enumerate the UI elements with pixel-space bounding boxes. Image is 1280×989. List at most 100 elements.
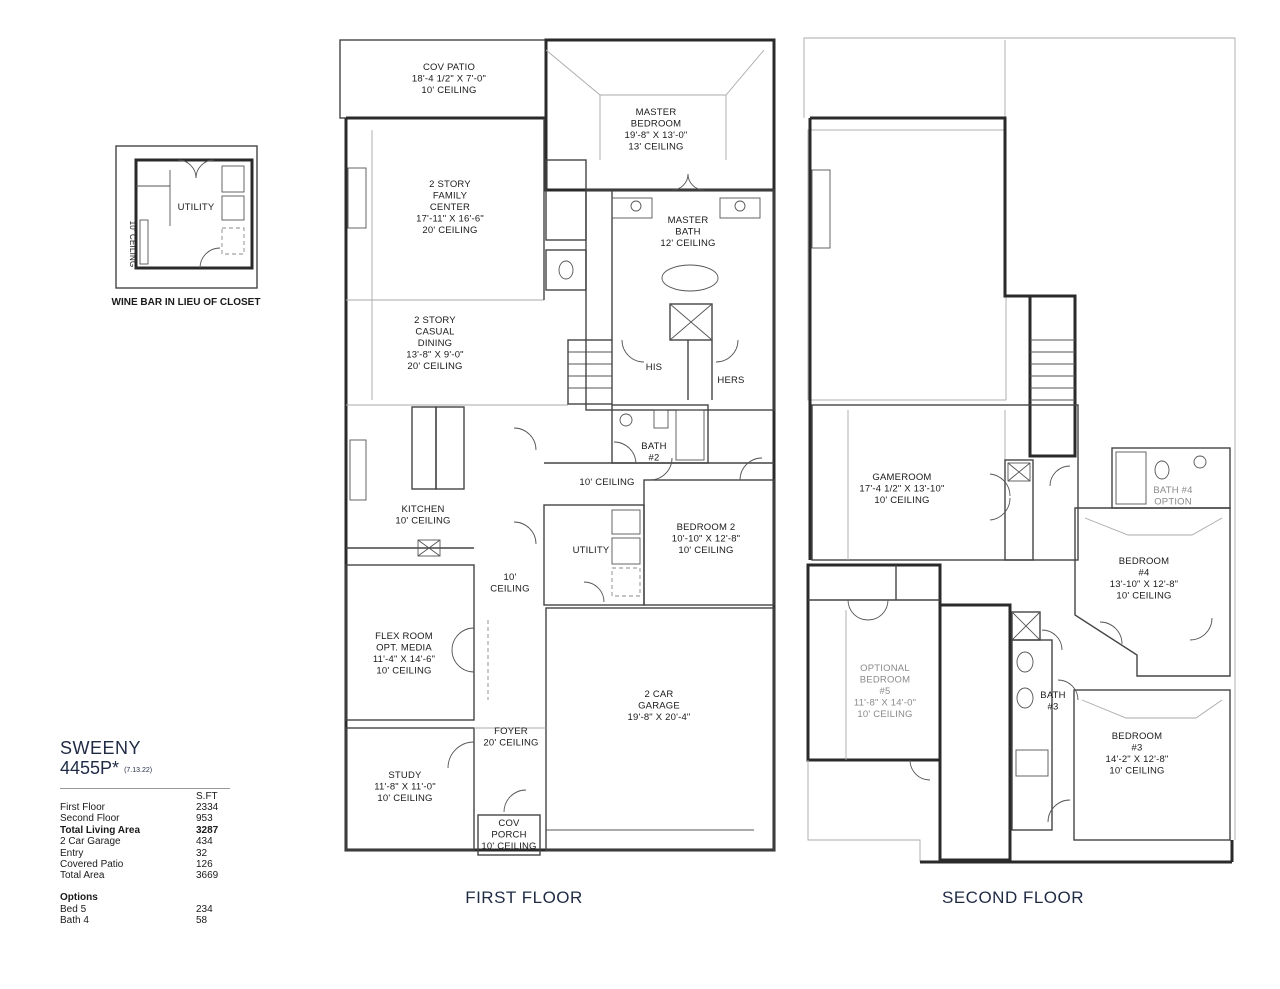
room-label-line: 11'-4" X 14'-6" <box>373 654 435 665</box>
info-divider <box>60 788 230 789</box>
room-label-line: BEDROOM 2 <box>677 522 736 533</box>
room-label-line: HIS <box>646 362 662 373</box>
room-label-line: FLEX ROOM <box>375 631 433 642</box>
room-label-line: OPT. MEDIA <box>376 643 432 654</box>
area-label: Bath 4 <box>60 915 89 927</box>
room-label-line: #2 <box>649 453 660 464</box>
room-label-line: BATH #4 <box>1153 485 1192 496</box>
area-label: Covered Patio <box>60 859 124 871</box>
room-label-line: CEILING <box>490 584 529 595</box>
room-label-line: STUDY <box>388 770 422 781</box>
room-label-line: MASTER <box>636 107 677 118</box>
plan-revision: (7.13.22) <box>124 767 153 774</box>
area-label: Entry <box>60 847 84 859</box>
room-label-line: 2 STORY <box>429 179 471 190</box>
room-label-line: 10'-10" X 12'-8" <box>672 534 741 545</box>
room-label-bath-2: BATH#2 <box>641 441 666 464</box>
room-label-line: 17'-4 1/2" X 13'-10" <box>859 484 944 495</box>
inset-utility-label: UTILITY <box>178 202 215 213</box>
plan-name: SWEENY <box>60 738 142 758</box>
room-label-line: OPTION <box>1154 497 1192 508</box>
area-row: Covered Patio 126 <box>60 859 230 870</box>
area-value: 3669 <box>196 870 219 882</box>
room-label-line: 10' CEILING <box>678 545 733 556</box>
room-label-line: COV <box>498 818 520 829</box>
room-label-line: COV PATIO <box>423 62 475 73</box>
room-label-line: CASUAL <box>415 327 454 338</box>
sqft-header-row: S.FT <box>60 791 230 802</box>
area-value: 126 <box>196 859 213 871</box>
room-label-line: BEDROOM <box>1119 556 1170 567</box>
room-label-line: FAMILY <box>433 191 468 202</box>
area-value: 434 <box>196 836 213 848</box>
room-label-line: CENTER <box>430 202 470 213</box>
area-label: Second Floor <box>60 813 120 825</box>
room-label-line: BATH <box>641 441 666 452</box>
sqft-header: S.FT <box>196 791 218 802</box>
room-label-line: BEDROOM <box>860 675 911 686</box>
room-label-line: 13'-8" X 9'-0" <box>406 350 464 361</box>
room-label-bath-3: BATH#3 <box>1040 690 1065 713</box>
room-label-line: 2 CAR <box>645 689 674 700</box>
plan-code-value: 4455P* <box>60 758 120 778</box>
room-label-line: 20' CEILING <box>407 361 462 372</box>
room-label-line: FOYER <box>494 726 528 737</box>
area-value: 234 <box>196 903 213 915</box>
options-header: Options <box>60 891 98 903</box>
room-label-line: 19'-8" X 20'-4" <box>627 712 690 723</box>
area-value: 32 <box>196 847 208 859</box>
room-label-line: 13' CEILING <box>628 142 683 153</box>
room-label-line: 19'-8" X 13'-0" <box>624 130 687 141</box>
room-label-line: BATH <box>675 227 700 238</box>
area-row: Bath 4 58 <box>60 915 230 926</box>
area-row: First Floor 2334 <box>60 802 230 813</box>
room-label-line: 17'-11" X 16'-6" <box>416 214 484 225</box>
room-label-his: HIS <box>646 362 662 373</box>
area-row: Entry 32 <box>60 848 230 859</box>
room-label-line: 10' CEILING <box>377 793 432 804</box>
area-value: 58 <box>196 915 208 927</box>
room-label-line: #4 <box>1139 568 1150 579</box>
room-label-line: 11'-8" X 14'-0" <box>854 698 916 709</box>
room-label-line: GAMEROOM <box>872 472 931 483</box>
room-label-line: GARAGE <box>638 701 680 712</box>
area-label: Total Area <box>60 870 105 882</box>
area-label: Total Living Area <box>60 824 141 836</box>
room-label-line: 20' CEILING <box>483 738 538 749</box>
room-label-line: 12' CEILING <box>660 238 715 249</box>
room-label-line: #3 <box>1048 702 1059 713</box>
first-floor-title: FIRST FLOOR <box>465 888 583 907</box>
room-label-line: 13'-10" X 12'-8" <box>1110 579 1179 590</box>
room-label-line: 10' CEILING <box>421 85 476 96</box>
inset-caption: WINE BAR IN LIEU OF CLOSET <box>112 297 261 308</box>
room-label-utility: UTILITY <box>573 545 610 556</box>
room-label-line: 10' CEILING <box>579 477 634 488</box>
area-label: Bed 5 <box>60 903 87 915</box>
room-label-line: PORCH <box>491 830 526 841</box>
area-label: First Floor <box>60 802 105 813</box>
room-label-line: BEDROOM <box>631 119 682 130</box>
area-value: 2334 <box>196 802 219 813</box>
plan-code: 4455P* (7.13.22) <box>60 758 230 781</box>
first-floor-plan <box>339 38 776 856</box>
